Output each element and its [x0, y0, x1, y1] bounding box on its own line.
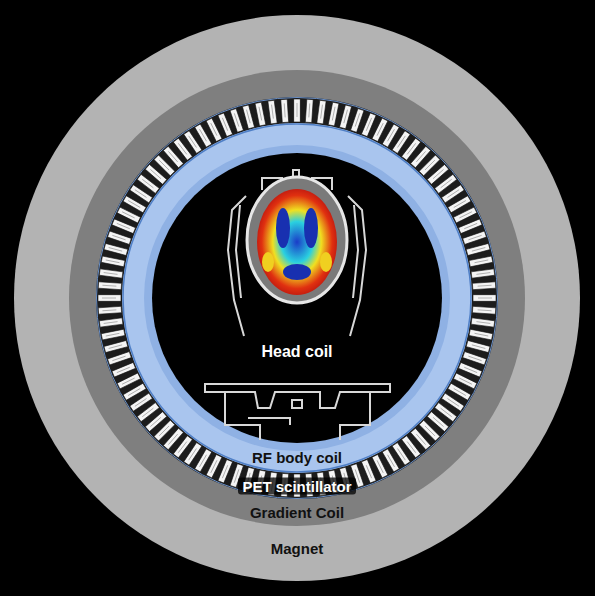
ring-label-text: Head coil: [257, 343, 336, 361]
head-coil-outline: [205, 170, 390, 440]
brain-image: [247, 177, 347, 303]
magnet-ring-disc: [14, 15, 580, 581]
ring-label: Magnet: [14, 540, 580, 557]
pet-scintillator-ring-disc: [96, 97, 498, 499]
ring-label-text: RF body coil: [248, 449, 346, 466]
ring-label-text: Gradient Coil: [246, 504, 348, 521]
ring-label: Gradient Coil: [69, 504, 525, 521]
ring-label: PET scintillator: [96, 478, 498, 495]
scintillator-blocks: [98, 99, 496, 497]
ring-label-text: Magnet: [267, 540, 328, 557]
ring-label: RF body coil: [122, 449, 472, 466]
ring-label: Head coil: [152, 343, 442, 361]
ring-label-text: PET scintillator: [238, 478, 355, 495]
rf-body-coil-ring-disc: [122, 123, 472, 473]
head-coil-region-disc: [152, 153, 442, 443]
gradient-coil-ring-disc: [69, 70, 525, 526]
